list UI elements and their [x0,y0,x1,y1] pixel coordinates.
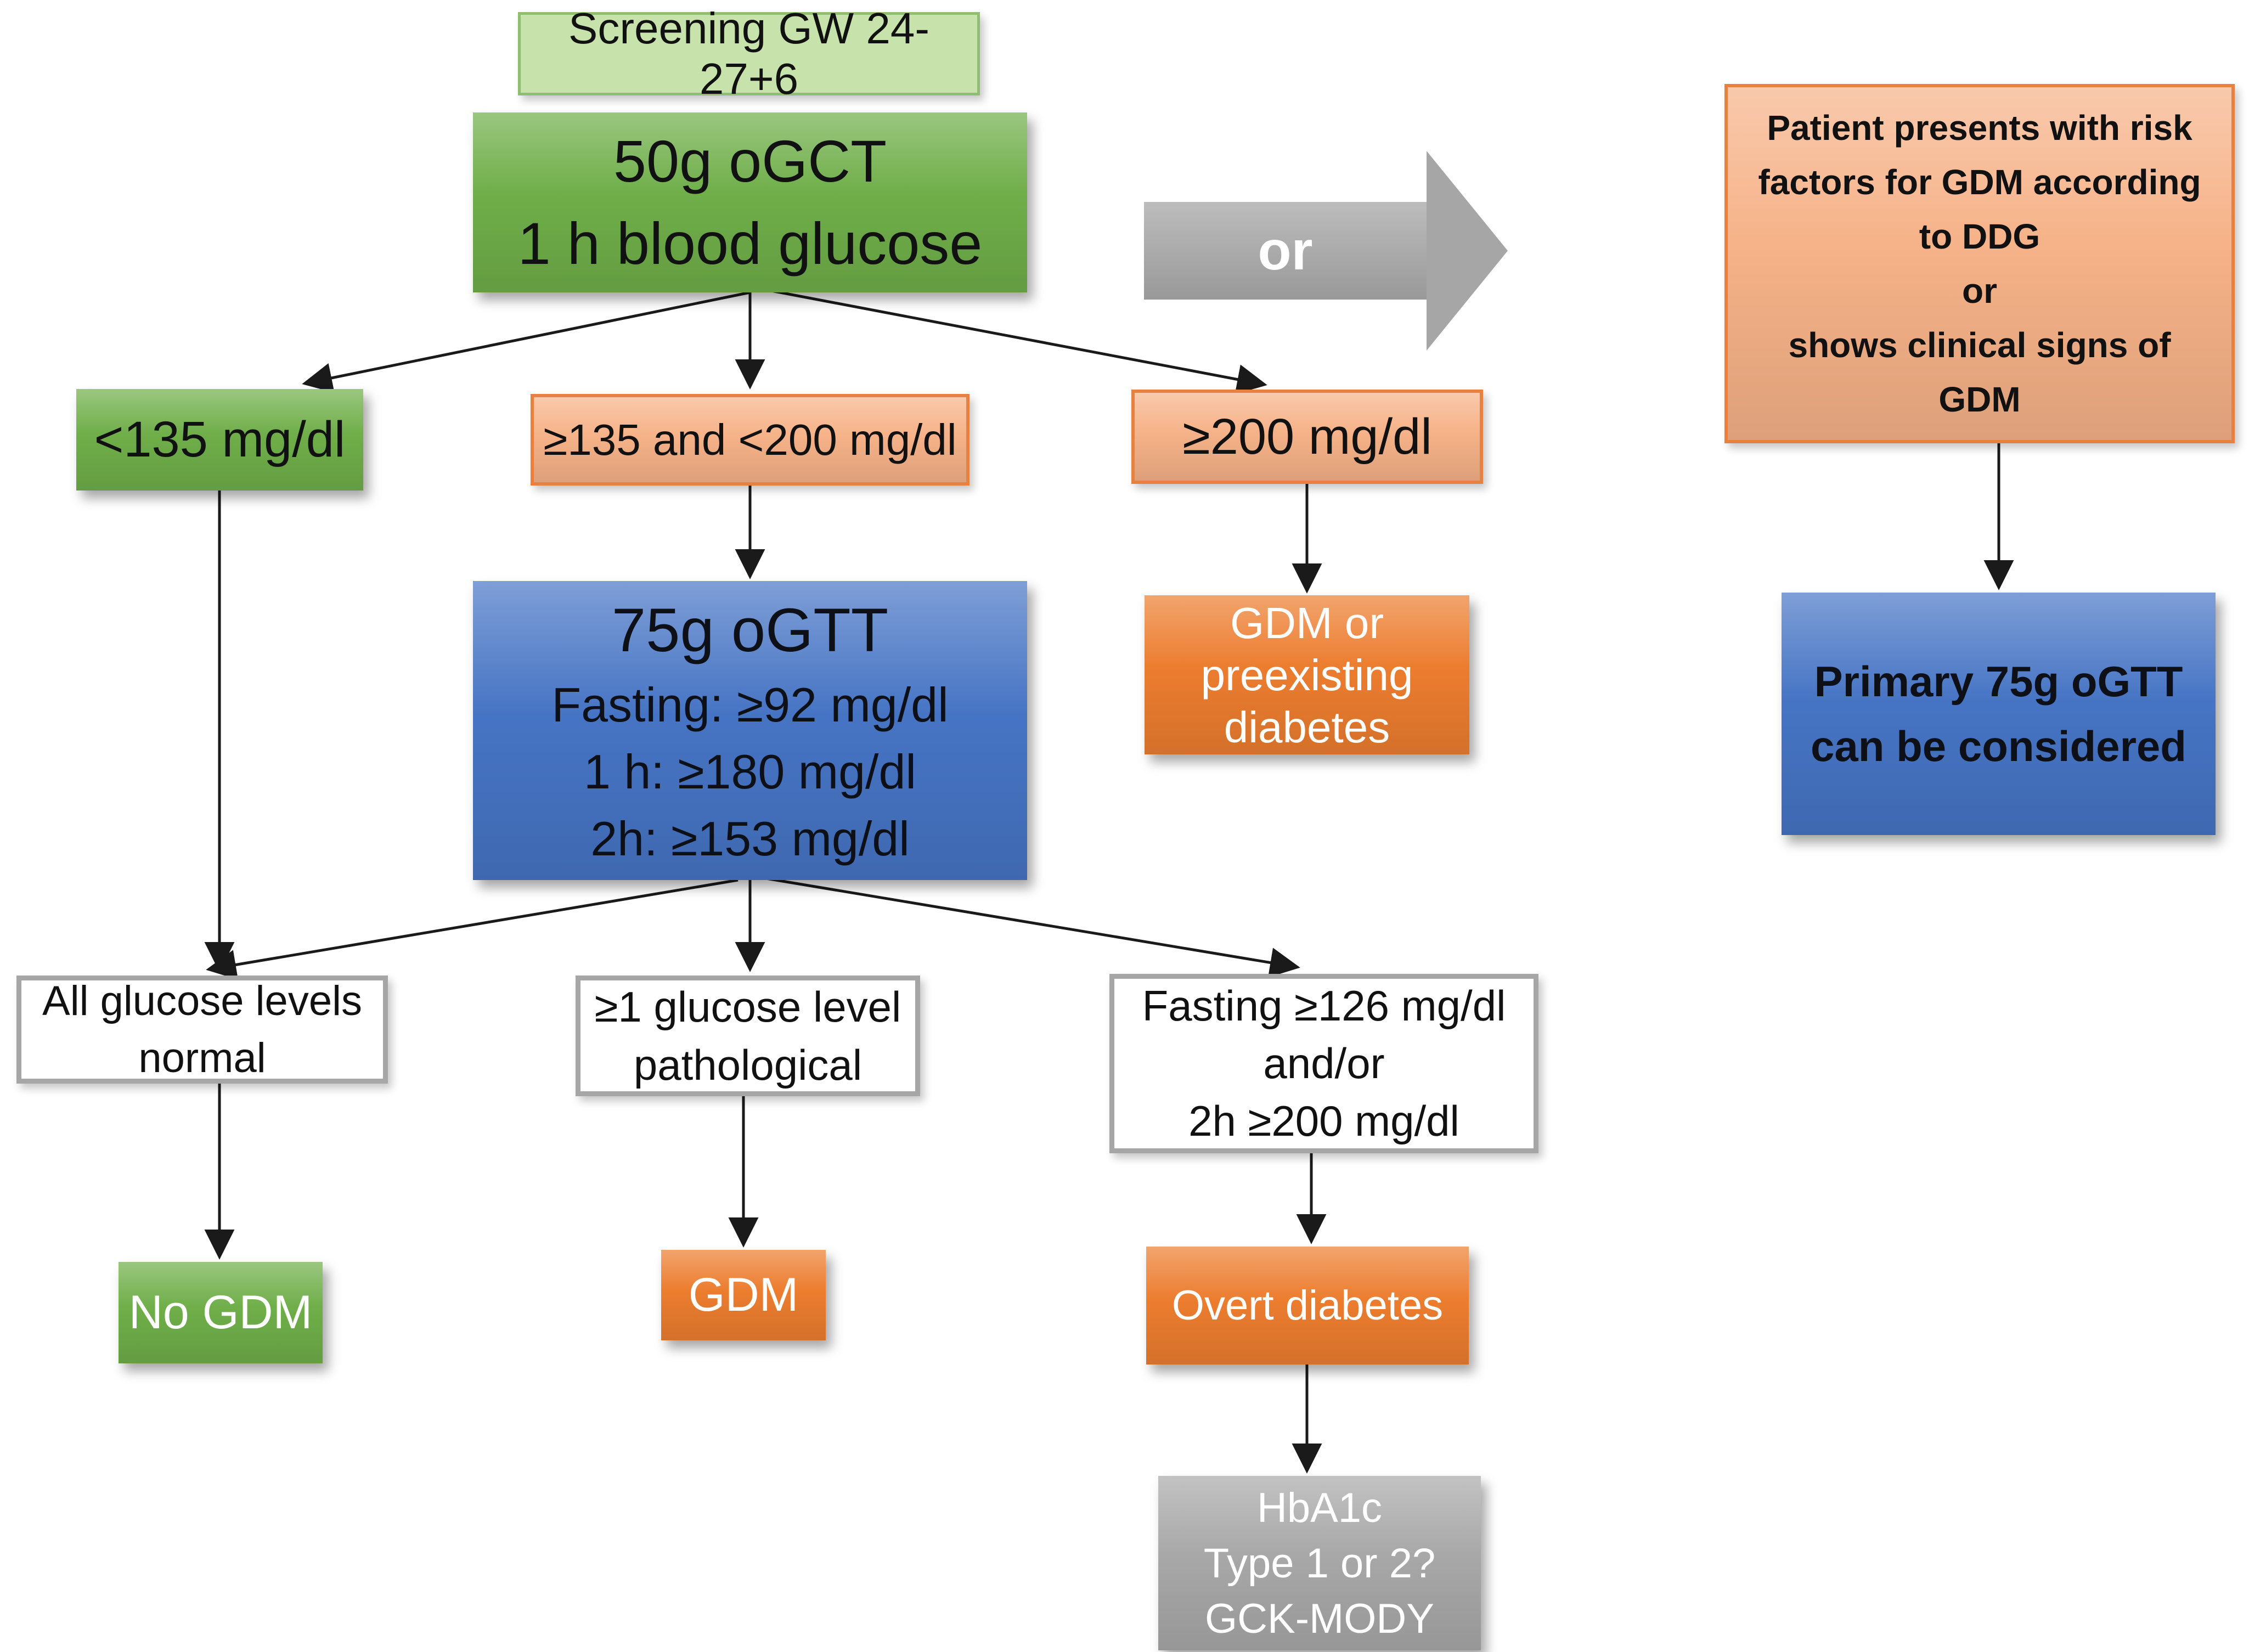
node-primary-75g-ogtt-label: Primary 75g oGTT can be considered [1811,657,2186,770]
node-below-135: <135 mg/dl [76,389,363,490]
node-one-level-pathological: ≥1 glucose level pathological [576,976,920,1096]
node-one-level-pathological-label: ≥1 glucose level pathological [594,983,901,1089]
node-no-gdm-label: No GDM [128,1286,313,1339]
node-fasting-126-or-2h-200-label: Fasting ≥126 mg/dl and/or 2h ≥200 mg/dl [1142,982,1506,1145]
node-50g-ogct: 50g oGCT 1 h blood glucose [473,112,1027,292]
node-gdm-label: GDM [688,1268,799,1321]
node-all-levels-normal-label: All glucose levels normal [42,977,362,1081]
node-overt-diabetes: Overt diabetes [1146,1247,1469,1365]
node-135-to-200: ≥135 and <200 mg/dl [531,394,970,486]
node-above-200-label: ≥200 mg/dl [1182,408,1432,465]
node-all-levels-normal: All glucose levels normal [16,976,388,1084]
node-fasting-126-or-2h-200: Fasting ≥126 mg/dl and/or 2h ≥200 mg/dl [1109,974,1538,1153]
node-gdm-or-preexisting: GDM or preexisting diabetes [1145,595,1469,754]
node-hba1c-workup: HbA1c Type 1 or 2? GCK-MODY [1158,1476,1481,1650]
node-hba1c-workup-label: HbA1c Type 1 or 2? GCK-MODY [1203,1484,1436,1642]
node-gdm-or-preexisting-label: GDM or preexisting diabetes [1200,598,1413,752]
node-screening-window: Screening GW 24-27+6 [518,4,980,103]
node-75g-ogtt-thresholds: Fasting: ≥92 mg/dl 1 h: ≥180 mg/dl 2h: ≥… [551,677,949,866]
node-overt-diabetes-label: Overt diabetes [1171,1282,1444,1329]
node-primary-75g-ogtt: Primary 75g oGTT can be considered [1782,593,2216,835]
node-135-to-200-label: ≥135 and <200 mg/dl [543,415,957,464]
node-gdm: GDM [661,1250,826,1340]
node-risk-factors-label: Patient presents with risk factors for G… [1758,108,2201,419]
node-below-135-label: <135 mg/dl [94,411,346,467]
node-75g-ogtt: 75g oGTT Fasting: ≥92 mg/dl 1 h: ≥180 mg… [473,581,1027,880]
or-arrow: or [1144,202,1427,300]
node-50g-ogct-label: 50g oGCT 1 h blood glucose [517,128,983,277]
node-no-gdm: No GDM [119,1262,323,1363]
node-75g-ogtt-title: 75g oGTT [611,595,889,664]
node-above-200: ≥200 mg/dl [1131,390,1483,484]
node-risk-factors: Patient presents with risk factors for G… [1724,84,2235,443]
node-screening-window-label: Screening GW 24-27+6 [568,4,930,103]
or-arrow-label: or [1258,219,1313,281]
